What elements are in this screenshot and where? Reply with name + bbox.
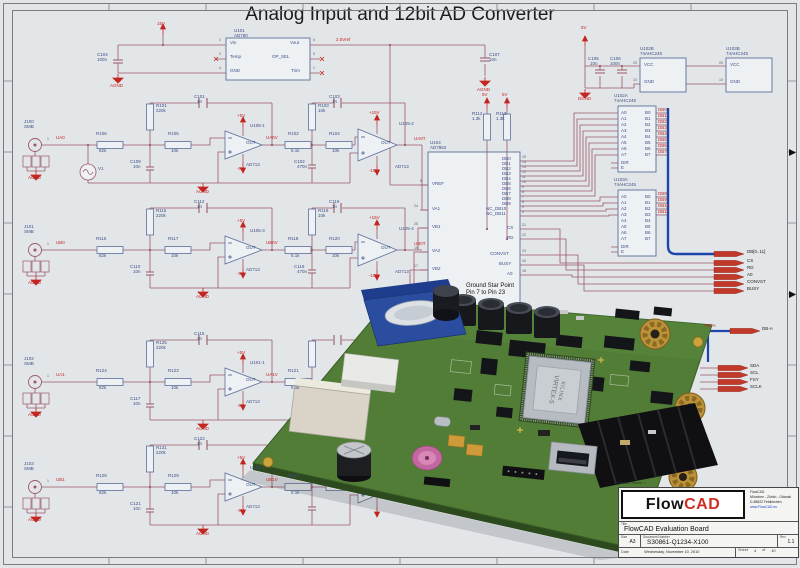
sheet-label: Sheet (738, 548, 748, 552)
size-cell: Size A3 (619, 535, 641, 547)
company-website: www.FlowCAD.eu (750, 504, 778, 509)
date-cell: Date Wednesday, November 10, 2010 (619, 548, 736, 557)
buffer-power-circuit (579, 35, 773, 99)
date-value: Wednesday, November 10, 2010 (644, 550, 700, 554)
page-title: Analog Input and 12bit AD Converter (245, 4, 555, 25)
frame-marker (789, 291, 796, 298)
title-cell: Title FlowCAD Evaluation Board (619, 522, 798, 535)
document-number-cell: Document Number S30861-Q1234-X100 (641, 535, 778, 547)
data-bus-wires (520, 112, 668, 253)
company-address: FlowCAD München - Zürich - Gdansk D-8562… (747, 488, 798, 521)
variant-name-label: Variant Name = (618, 480, 646, 485)
frame-marker (789, 149, 796, 156)
fpga-brand-text: XILINX (556, 380, 566, 401)
company-line: FlowCAD (750, 490, 765, 494)
data-bus (666, 108, 714, 256)
sheet-value: 4 (753, 549, 757, 553)
document-number-value: S30861-Q1234-X100 (647, 539, 709, 547)
company-line: München - Zürich - Gdansk (750, 494, 792, 499)
sheet-total: 10 (771, 549, 776, 553)
offpage-connectors (713, 251, 761, 392)
rev-label: Rev (780, 535, 786, 539)
sheet-cell: Sheet 4 of 10 (736, 548, 798, 557)
signal-source (79, 143, 150, 184)
sheet-of: of (762, 548, 766, 552)
vref-circuit (112, 23, 491, 186)
document-number-label: Document Number (643, 535, 670, 539)
pcb-render: XILINX VIRTEX-5 (240, 279, 718, 560)
company-line: D-85622 Feldkirchen (750, 499, 782, 504)
size-label: Size (621, 535, 628, 539)
board-title-value: FlowCAD Evaluation Board (624, 526, 709, 534)
size-value: A3 (629, 539, 636, 546)
logo-cad-text: CAD (684, 495, 721, 513)
date-label: Date (621, 550, 630, 554)
title-label: Title (621, 522, 627, 526)
lower-bus (706, 329, 730, 362)
logo-flow-text: Flow (645, 495, 685, 513)
rev-value: 1.1 (787, 539, 795, 546)
transceiver-u103a (617, 189, 657, 257)
control-wires (520, 228, 718, 390)
rev-cell: Rev 1.1 (778, 535, 798, 547)
transceiver-u102a (617, 105, 657, 173)
